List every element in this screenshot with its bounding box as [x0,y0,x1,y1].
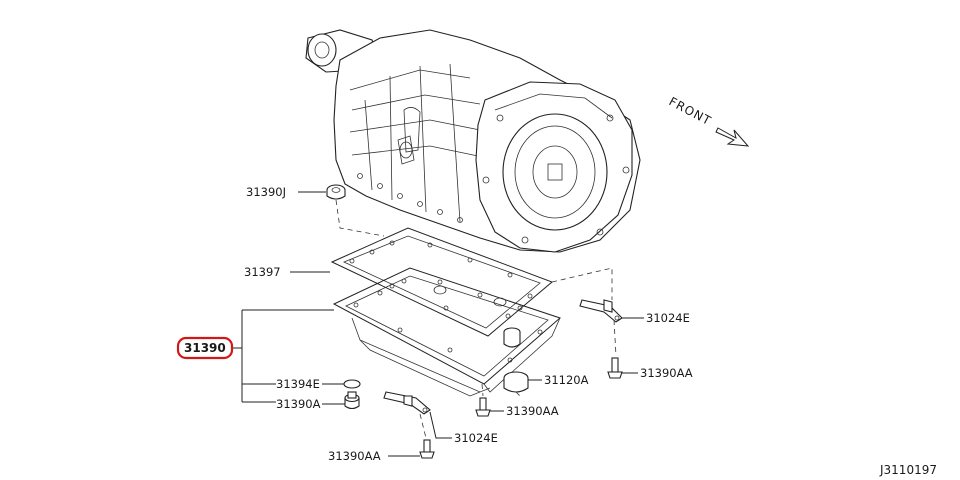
bracket-right-part-number[interactable]: 31024E [646,311,690,325]
transmission-case [305,29,641,253]
bracket-bottom-part-number[interactable]: 31024E [454,431,498,445]
front-arrow-icon [715,127,750,147]
bolt-center-part [475,397,491,417]
assembly-part-number[interactable]: 31390 [184,341,226,355]
bolt-right-part-number[interactable]: 31390AA [640,366,693,380]
filter-part [503,327,529,393]
part-labels: 31390 31390J 31397 31024E 31390AA 31120A… [184,185,693,463]
oil-pan [332,267,561,397]
bolt-bottom-part-number[interactable]: 31390AA [328,449,381,463]
bolt-right-part [607,357,623,379]
front-label: FRONT [667,94,714,128]
bracket-bottom-part [383,391,431,415]
bolt-bottom-part [419,439,435,459]
washer-part [343,379,361,389]
drain-plug-part-number[interactable]: 31390A [276,397,321,411]
front-direction-indicator: FRONT [667,94,750,147]
bracket-right-part [579,299,623,323]
bolt-center-part-number[interactable]: 31390AA [506,404,559,418]
assembly-highlight-box [176,336,234,360]
filter-part-number[interactable]: 31120A [544,373,589,387]
washer-part-number[interactable]: 31394E [276,377,320,391]
assembly-guide-lines [335,199,617,439]
diagram-reference-code: J3110197 [879,463,937,477]
plug-top-part [326,184,346,200]
leader-lines [232,191,644,457]
plug-top-part-number[interactable]: 31390J [246,185,286,199]
gasket-part-number[interactable]: 31397 [244,265,281,279]
drain-plug-part [344,391,360,410]
